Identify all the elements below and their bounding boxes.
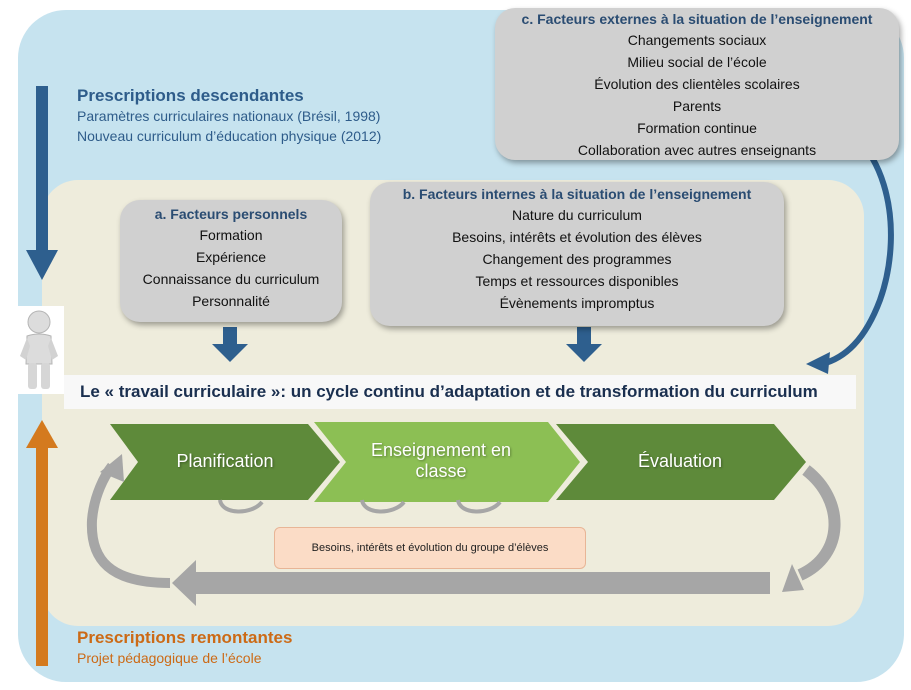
personal-factor-item: Expérience — [195, 249, 267, 265]
step-planification: Planification — [176, 451, 274, 471]
external-factor-item: Changements sociaux — [627, 32, 767, 48]
descending-arrow — [26, 86, 58, 280]
personal-factor-item: Personnalité — [192, 293, 270, 309]
descending-line: Nouveau curriculum d’éducation physique … — [77, 128, 382, 144]
external-factors-title: c. Facteurs externes à la situation de l… — [521, 11, 873, 27]
curricular-work-banner: Le « travail curriculaire »: un cycle co… — [64, 375, 856, 409]
personal-factors-box: a. Facteurs personnels Formation Expérie… — [120, 200, 342, 322]
descending-prescriptions: Prescriptions descendantes Paramètres cu… — [77, 86, 381, 146]
internal-factor-item: Changement des programmes — [482, 251, 672, 267]
descending-line: Paramètres curriculaires nationaux (Brés… — [77, 108, 381, 124]
return-loop-arrow — [86, 454, 841, 606]
ascending-arrow — [26, 420, 58, 666]
descending-title: Prescriptions descendantes — [77, 86, 304, 105]
step-evaluation: Évaluation — [637, 451, 723, 471]
internal-factors-arrow — [566, 327, 602, 362]
external-factor-item: Formation continue — [637, 120, 757, 136]
ascending-title: Prescriptions remontantes — [77, 628, 293, 647]
ascending-line: Projet pédagogique de l’école — [77, 650, 262, 666]
cycle-chevrons — [110, 422, 806, 502]
personal-factors-title: a. Facteurs personnels — [154, 206, 308, 222]
step-teaching: Enseignement en classe — [370, 440, 512, 481]
person-icon — [20, 310, 58, 389]
internal-factor-item: Besoins, intérêts et évolution des élève… — [452, 229, 702, 245]
external-factors-box: c. Facteurs externes à la situation de l… — [495, 8, 899, 160]
personal-factors-arrow — [212, 327, 248, 362]
internal-factor-item: Évènements impromptus — [499, 295, 655, 311]
external-factor-item: Parents — [672, 98, 722, 114]
loop-arrows — [218, 499, 502, 514]
external-factor-item: Collaboration avec autres enseignants — [577, 142, 817, 158]
internal-factor-item: Nature du curriculum — [512, 207, 642, 223]
group-needs-box: Besoins, intérêts et évolution du groupe… — [274, 527, 586, 569]
external-factor-item: Milieu social de l’école — [627, 54, 767, 70]
ascending-prescriptions: Prescriptions remontantes Projet pédagog… — [77, 628, 292, 668]
personal-factor-item: Formation — [199, 227, 263, 243]
internal-factors-box: b. Facteurs internes à la situation de l… — [370, 182, 784, 326]
internal-factor-item: Temps et ressources disponibles — [475, 273, 679, 289]
teacher-figure — [14, 306, 64, 394]
external-factor-item: Évolution des clientèles scolaires — [594, 76, 800, 92]
personal-factor-item: Connaissance du curriculum — [142, 271, 320, 287]
internal-factors-title: b. Facteurs internes à la situation de l… — [402, 186, 752, 202]
